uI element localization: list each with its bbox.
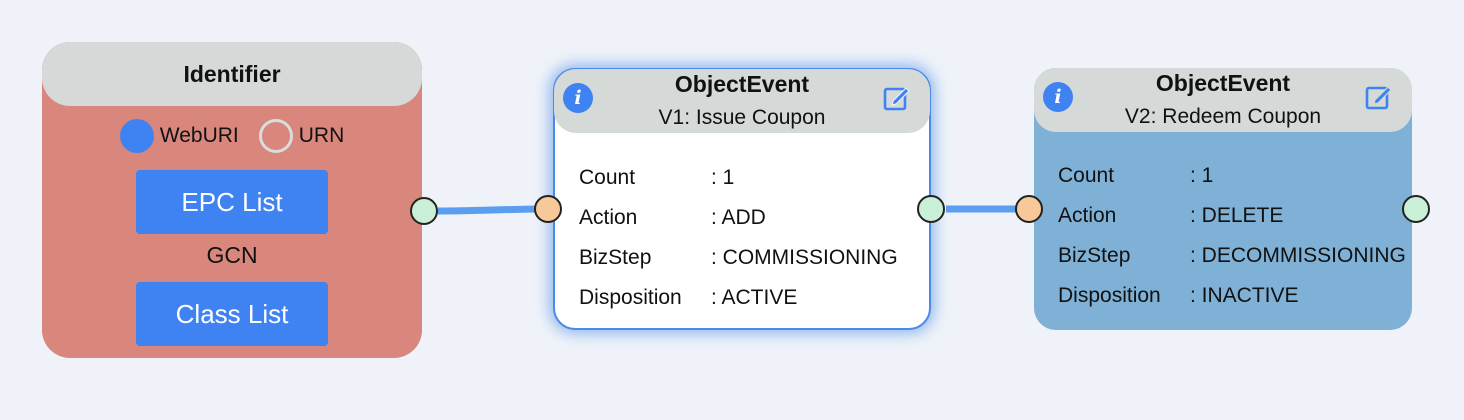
v2-input-port[interactable] [1015,195,1043,223]
field-key: Disposition [1058,284,1161,307]
field-bizstep: BizStep : DECOMMISSIONING [1058,236,1406,276]
class-list-button[interactable]: Class List [136,282,328,346]
field-count: Count : 1 [1058,156,1406,196]
field-value: : DECOMMISSIONING [1190,244,1406,267]
identifier-node[interactable]: Identifier WebURI URN EPC List GCN Class… [42,42,422,358]
event-subtitle: V2: Redeem Coupon [1124,105,1322,128]
field-disposition: Disposition : INACTIVE [1058,276,1406,316]
field-action: Action : DELETE [1058,196,1406,236]
edge-identifier-to-v1[interactable] [437,205,549,215]
field-value: : ACTIVE [711,286,798,309]
field-key: Action [579,206,638,229]
event-header: i ObjectEvent V2: Redeem Coupon [1034,68,1412,132]
field-value: : ADD [711,206,766,229]
event-title: ObjectEvent [674,71,810,97]
field-key: Action [1058,204,1117,227]
field-count: Count : 1 [579,158,898,198]
field-key: BizStep [579,246,652,269]
field-key: BizStep [1058,244,1131,267]
field-value: : DELETE [1190,204,1284,227]
event-fields: Count : 1 Action : ADD BizStep : COMMISSION… [579,158,898,318]
event-title: ObjectEvent [1155,70,1291,96]
event-fields: Count : 1 Action : DELETE BizStep : DECOMMI… [1058,156,1406,316]
field-value: : 1 [1190,164,1214,187]
event-subtitle: V1: Issue Coupon [658,106,826,129]
urn-radio[interactable] [258,119,293,153]
info-icon[interactable]: i [563,83,593,113]
field-value: : COMMISSIONING [711,246,898,269]
event-header: i ObjectEvent V1: Issue Coupon [554,69,930,133]
urn-radio-label[interactable]: URN [298,124,345,147]
object-event-node-v1[interactable]: i ObjectEvent V1: Issue Coupon Count : 1 … [553,68,931,330]
weburi-radio[interactable] [119,119,154,153]
object-event-node-v2[interactable]: Count : 1 Action : DELETE BizStep : DECOMMI… [1034,68,1412,330]
weburi-radio-label[interactable]: WebURI [159,124,239,147]
v1-input-port[interactable] [534,195,562,223]
field-key: Count [1058,164,1115,187]
v1-output-port[interactable] [917,195,945,223]
field-value: : 1 [711,166,735,189]
field-action: Action : ADD [579,198,898,238]
epc-list-button[interactable]: EPC List [136,170,328,234]
event-body-clip: Count : 1 Action : DELETE BizStep : DECOMMI… [1034,68,1412,330]
field-bizstep: BizStep : COMMISSIONING [579,238,898,278]
gcn-label: GCN [206,242,258,268]
edit-icon[interactable] [1364,82,1394,112]
info-icon[interactable]: i [1043,82,1073,112]
identifier-format-radios: WebURI URN [42,114,422,158]
identifier-title: Identifier [42,42,422,106]
field-key: Disposition [579,286,682,309]
identifier-output-port[interactable] [410,197,438,225]
v2-output-port[interactable] [1402,195,1430,223]
field-value: : INACTIVE [1190,284,1299,307]
field-disposition: Disposition : ACTIVE [579,278,898,318]
edit-icon[interactable] [882,83,912,113]
field-key: Count [579,166,636,189]
